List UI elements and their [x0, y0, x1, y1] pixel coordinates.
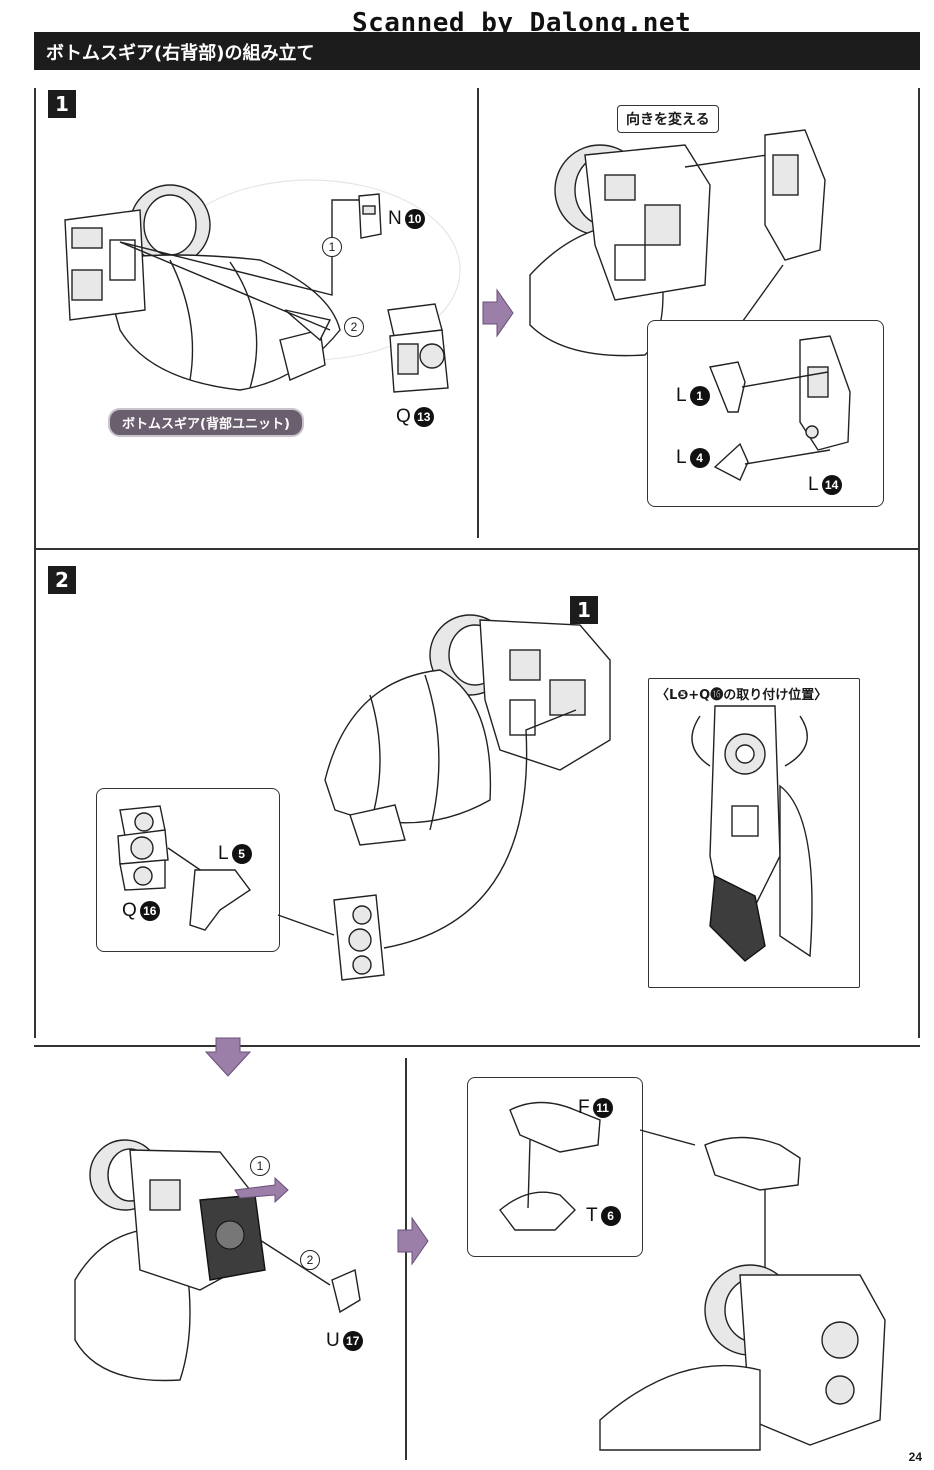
subassembly-attach-drawing: [277, 709, 577, 981]
part-letter: U: [326, 1330, 340, 1351]
position-inset-drawing: [691, 705, 813, 962]
rotate-callout: 向きを変える: [617, 105, 719, 133]
page-number: 24: [908, 1450, 922, 1464]
back-unit-drawing: [64, 179, 461, 391]
step2-hdivider: [34, 1045, 920, 1047]
left-border-1: [34, 88, 36, 548]
proceed-arrow-2: [397, 1216, 429, 1266]
proceed-arrow-1: [482, 288, 514, 338]
part-number: 17: [342, 1330, 363, 1351]
step-number-1: 1: [48, 90, 76, 118]
inset-parts-drawing: [709, 335, 851, 481]
part-letter: L: [218, 843, 229, 864]
part-number: 14: [821, 474, 842, 495]
part-number: 11: [592, 1097, 613, 1118]
part-letter: N: [388, 208, 402, 229]
section-title-bar: ボトムスギア(右背部)の組み立て: [34, 32, 920, 70]
step2-vdivider: [405, 1058, 407, 1460]
part-letter: F: [578, 1097, 590, 1118]
sub-step-1b-marker: 1: [250, 1155, 270, 1176]
part-letter: L: [676, 385, 687, 406]
sub-step-2-marker: 2: [344, 316, 364, 337]
part-letter: Q: [122, 900, 137, 921]
step-number-2: 2: [48, 566, 76, 594]
f11-t6-drawing: [499, 1101, 886, 1451]
part-n10-drawing: [358, 193, 382, 239]
section-divider: [34, 548, 920, 550]
right-border-2: [918, 548, 920, 1038]
sub-step-1b-number: 1: [250, 1156, 270, 1176]
part-number: 1: [689, 385, 710, 406]
sub-step-2b-number: 2: [300, 1250, 320, 1270]
part-letter: Q: [396, 406, 411, 427]
part-number: 10: [404, 208, 425, 229]
section-title: ボトムスギア(右背部)の組み立て: [46, 43, 315, 64]
sub-step-1-number: 1: [322, 237, 342, 257]
part-number: 5: [231, 843, 252, 864]
ref-step-1: 1: [570, 596, 598, 624]
sub-step-2-number: 2: [344, 317, 364, 337]
part-letter: L: [808, 474, 819, 495]
sub-step-2b-marker: 2: [300, 1249, 320, 1270]
u17-assembly-drawing: [74, 1139, 361, 1382]
sub-step-1-marker: 1: [322, 236, 342, 257]
part-number: 6: [600, 1205, 621, 1226]
step2-unit-drawing: [324, 614, 611, 846]
back-unit-badge: ボトムスギア(背部ユニット): [108, 408, 304, 437]
right-border-1: [918, 88, 920, 548]
subassembly-drawing: [117, 805, 252, 931]
position-inset-title: 〈L❺+Q⓰の取り付け位置〉: [656, 688, 828, 703]
part-number: 16: [139, 900, 160, 921]
down-arrow: [204, 1037, 252, 1077]
part-number: 13: [413, 406, 434, 427]
part-number: 4: [689, 447, 710, 468]
part-letter: T: [586, 1205, 598, 1226]
step1-divider: [477, 88, 479, 538]
rotated-unit-drawing: [529, 129, 826, 357]
left-border-2: [34, 548, 36, 1038]
part-q13-drawing: [387, 303, 449, 393]
part-letter: L: [676, 447, 687, 468]
